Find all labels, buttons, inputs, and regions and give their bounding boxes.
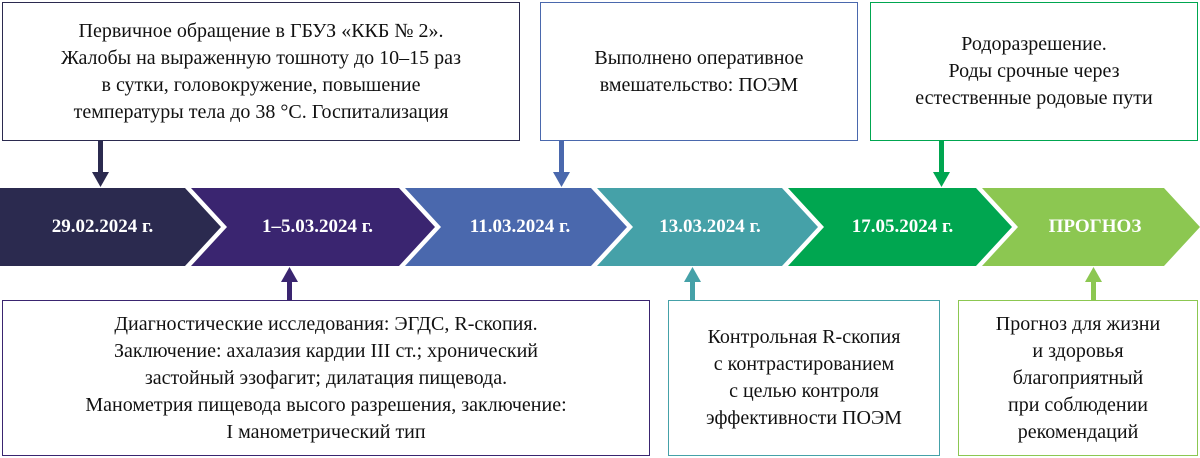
arrow-up-2 (281, 267, 298, 300)
stage-date-1: 29.02.2024 г. (51, 216, 154, 237)
arrow-down-2 (553, 140, 570, 187)
stage-chevron-3 (405, 188, 627, 266)
stage-chevron-2 (191, 188, 435, 266)
stage-chevron-1 (0, 188, 221, 266)
note-delivery: Родоразрешение. Роды срочные через естес… (870, 2, 1198, 141)
note-surgery: Выполнено оперативное вмешательство: ПОЭ… (540, 2, 858, 141)
arrow-up-6 (1085, 267, 1102, 300)
note-control-xray: Контрольная R-скопия с контрастированием… (668, 300, 940, 456)
note-initial-visit: Первичное обращение в ГБУЗ «ККБ № 2». Жа… (2, 2, 520, 141)
stage-date-4: 13.03.2024 г. (659, 216, 761, 237)
note-diagnostics: Диагностические исследования: ЭГДС, R-ск… (2, 300, 650, 456)
stage-chevron-5 (788, 188, 1012, 266)
stage-date-3: 11.03.2024 г. (469, 216, 571, 237)
stage-chevron-4 (597, 188, 818, 266)
arrow-down-1 (92, 140, 109, 187)
note-prognosis: Прогноз для жизни и здоровья благоприятн… (958, 300, 1198, 456)
arrow-down-3 (933, 140, 950, 187)
stage-date-5: 17.05.2024 г. (851, 216, 954, 237)
arrow-up-4 (684, 267, 701, 300)
stage-date-6: ПРОГНОЗ (1048, 216, 1142, 237)
stage-chevron-6 (982, 188, 1200, 266)
stage-date-2: 1–5.03.2024 г. (262, 216, 373, 237)
